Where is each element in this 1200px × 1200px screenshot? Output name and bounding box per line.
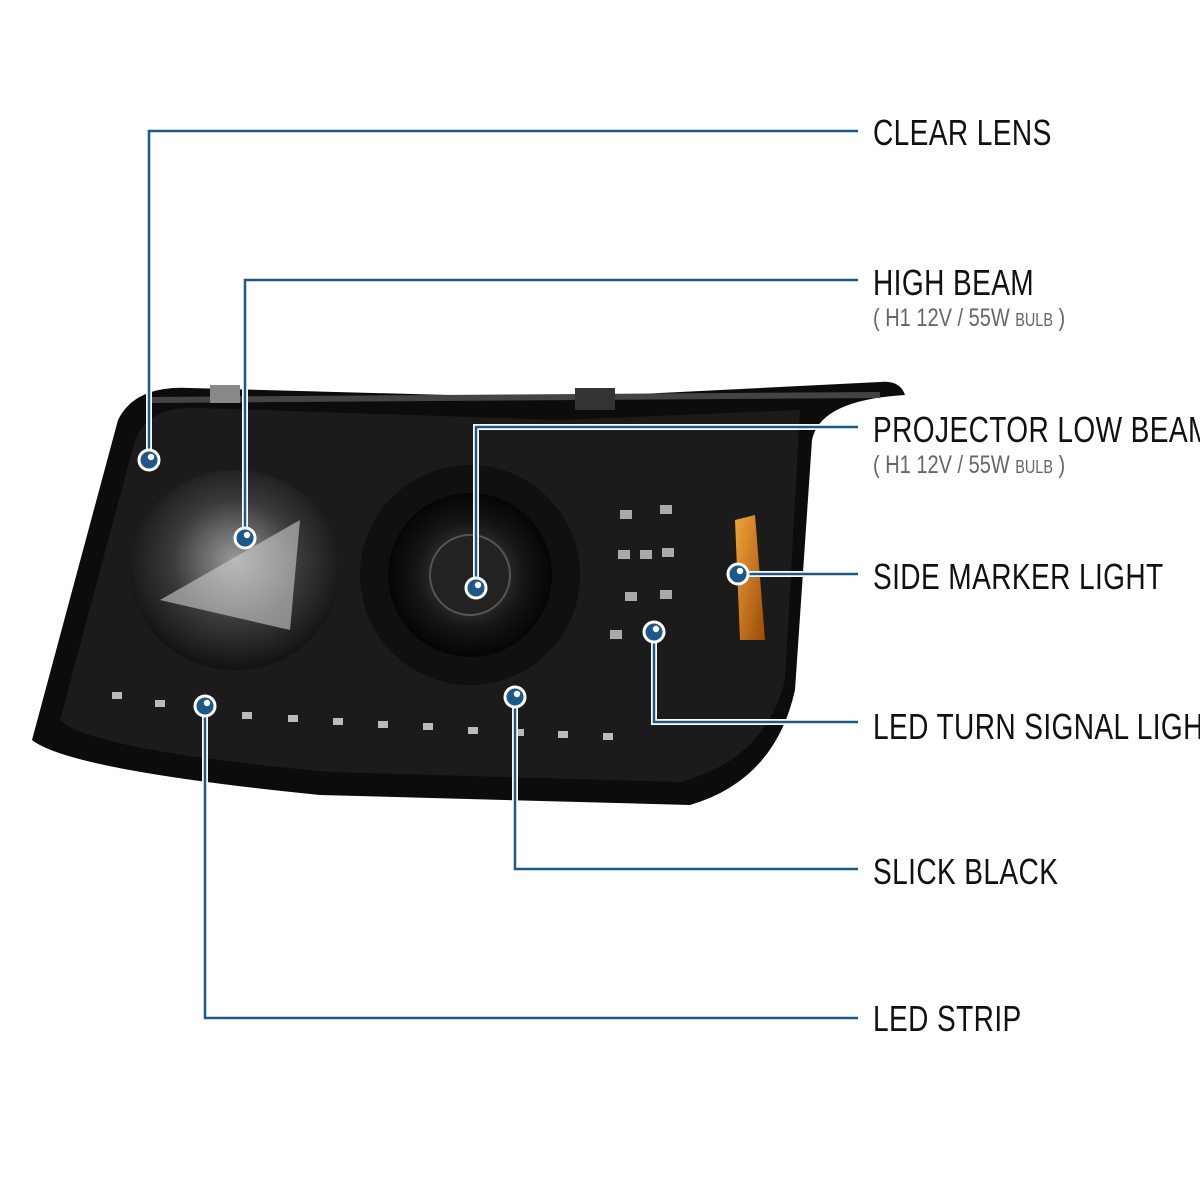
callout-label-high-beam: HIGH BEAM <box>873 262 1035 303</box>
leader-line-high-beam <box>243 278 858 538</box>
bulb-spec: H1 12V / 55W <box>885 304 1010 332</box>
callout-dot-slick-black <box>503 685 527 709</box>
callout-sublabel-projector-low-beam: ( H1 12V / 55W BULB ) <box>873 452 1065 480</box>
high-beam-reflector <box>130 470 340 670</box>
leader-line-slick-black <box>513 697 858 871</box>
bulb-spec: H1 12V / 55W <box>885 451 1010 479</box>
callout-dot-highlight-slick-black <box>513 690 521 698</box>
paren-open: ( <box>873 451 880 479</box>
callout-dot-led-turn-signal-light <box>642 620 666 644</box>
callout-label-projector-low-beam: PROJECTOR LOW BEAM <box>873 409 1200 450</box>
callout-dot-highlight-side-marker-light <box>736 567 744 575</box>
callout-label-side-marker-light: SIDE MARKER LIGHT <box>873 556 1164 597</box>
bulb-unit: BULB <box>1015 457 1053 477</box>
callout-dot-highlight-clear-lens <box>147 453 155 461</box>
paren-open: ( <box>873 304 880 332</box>
callout-dot-projector-low-beam <box>464 576 488 600</box>
callout-label-led-turn-signal-light: LED TURN SIGNAL LIGHT <box>873 706 1200 747</box>
callout-label-slick-black: SLICK BLACK <box>873 851 1059 892</box>
callout-dot-side-marker-light <box>726 562 750 586</box>
callout-dot-high-beam <box>233 526 257 550</box>
callout-label-clear-lens: CLEAR LENS <box>873 112 1052 153</box>
led-turn-signal-cluster <box>610 505 674 639</box>
leader-line-led-turn-signal-light <box>652 632 858 724</box>
led-strip-diodes <box>112 692 613 740</box>
leader-line-clear-lens <box>147 129 858 460</box>
callout-sublabel-high-beam: ( H1 12V / 55W BULB ) <box>873 305 1065 333</box>
callout-dot-led-strip <box>193 694 217 718</box>
callout-dot-clear-lens <box>137 448 161 472</box>
leader-line-projector-low-beam <box>474 425 858 588</box>
leader-line-led-strip <box>203 706 858 1020</box>
callout-dot-highlight-high-beam <box>243 531 251 539</box>
paren-close: ) <box>1058 304 1066 332</box>
callout-dot-highlight-led-turn-signal-light <box>652 625 660 633</box>
callout-dot-highlight-projector-low-beam <box>474 581 482 589</box>
projector-lens <box>360 465 580 685</box>
bulb-unit: BULB <box>1015 310 1053 330</box>
side-marker-amber-lens <box>735 515 765 640</box>
paren-close: ) <box>1058 451 1066 479</box>
callout-label-led-strip: LED STRIP <box>873 998 1022 1039</box>
callout-dot-highlight-led-strip <box>203 699 211 707</box>
